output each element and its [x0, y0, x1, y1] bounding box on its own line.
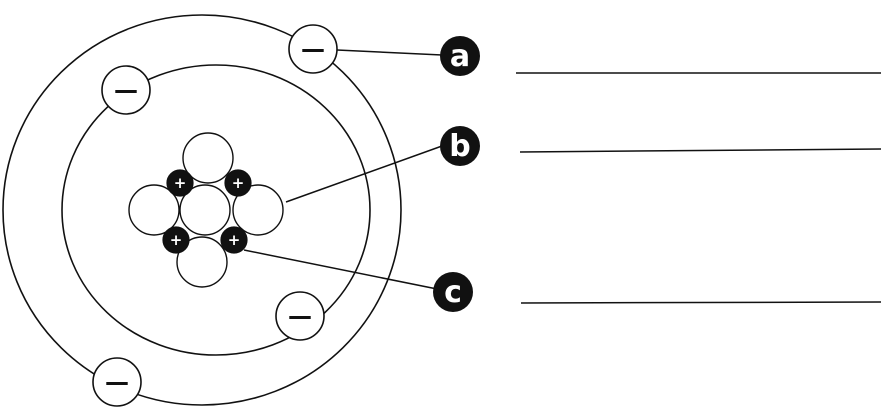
electron-sign: —	[114, 76, 138, 104]
answer-line-b[interactable]	[519, 148, 882, 153]
proton-bottom-left	[162, 226, 190, 254]
electron-upper-left: —	[101, 65, 151, 115]
proton-sign-bottom-right: +	[228, 231, 241, 249]
proton-sign-bottom-left: +	[170, 231, 183, 249]
label-a: a	[450, 39, 470, 74]
neutron-top	[182, 132, 234, 184]
electron-sign: —	[301, 35, 325, 63]
electron-sign: —	[105, 368, 129, 396]
label-badge-a: a	[440, 36, 480, 76]
outer-orbit	[2, 14, 402, 406]
label-badge-c: c	[433, 272, 473, 312]
neutron-bottom	[176, 236, 228, 288]
electron-lower-right: —	[275, 291, 325, 341]
neutron-left	[128, 184, 180, 236]
neutron-center	[179, 184, 231, 236]
electron-top-right: —	[288, 24, 338, 74]
label-b: b	[449, 129, 470, 164]
leader-line-a	[336, 49, 443, 56]
label-badge-b: b	[440, 126, 480, 166]
leader-line-c	[243, 249, 443, 291]
nucleus: + + + +	[128, 132, 284, 288]
leader-line-b	[285, 145, 443, 203]
proton-sign-top-left: +	[174, 174, 187, 192]
inner-orbit	[61, 64, 371, 356]
electron-sign: —	[288, 302, 312, 330]
proton-sign-top-right: +	[232, 174, 245, 192]
proton-top-right	[224, 169, 252, 197]
neutron-right	[232, 184, 284, 236]
answer-line-c[interactable]	[520, 301, 882, 304]
electron-bottom-left: —	[92, 357, 142, 407]
proton-top-left	[166, 169, 194, 197]
label-c: c	[444, 275, 462, 310]
proton-bottom-right	[220, 226, 248, 254]
